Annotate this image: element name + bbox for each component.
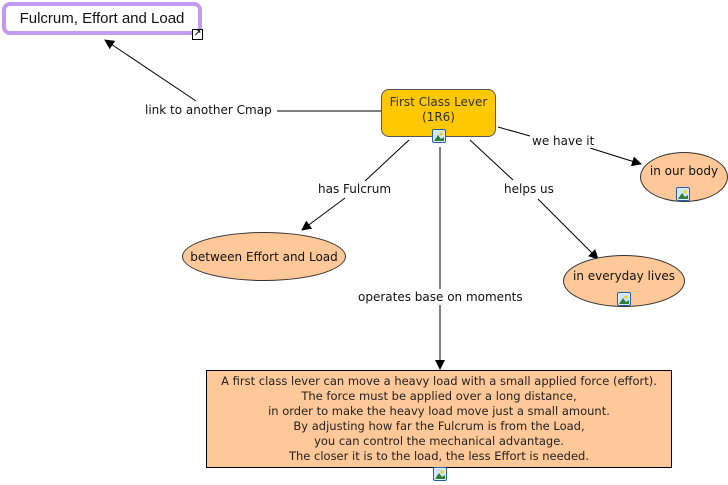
image-resource-icon[interactable] [432,129,446,143]
concept-label: Fulcrum, Effort and Load [19,10,185,27]
explanation-line: in order to make the heavy load move jus… [268,404,610,418]
concept-label: in our body [649,164,719,178]
explanation-line: By adjusting how far the Fulcrum is from… [293,419,585,433]
explanation-line: The force must be applied over a long di… [301,389,577,403]
link-line-we-have-a [497,126,531,137]
link-line-we-have-b [589,147,642,167]
link-label-helps-us[interactable]: helps us [502,182,556,196]
concept-label-line1: First Class Lever [389,95,488,109]
concept-in-our-body[interactable]: in our body [640,152,728,202]
concept-lever-explanation[interactable]: A first class lever can move a heavy loa… [206,370,672,468]
concept-label: between Effort and Load [190,249,338,264]
concept-label-line2: (1R6) [422,110,455,124]
concept-between-effort-and-load[interactable]: between Effort and Load [182,232,346,281]
explanation-line: The closer it is to the load, the less E… [288,449,590,463]
link-line-helps-b [537,198,599,260]
link-line-fulcrum-b [301,197,346,231]
explanation-line: you can control the mechanical advantage… [314,434,564,448]
link-label-another-cmap[interactable]: link to another Cmap [143,103,274,117]
external-link-arrow-icon[interactable]: ↗ [192,29,203,40]
image-resource-icon[interactable] [617,292,631,306]
concept-label: in everyday lives [573,269,675,283]
link-label-operates[interactable]: operates base on moments [356,290,525,304]
explanation-line: A first class lever can move a heavy loa… [221,374,657,388]
link-line-fulcrum-a [364,139,410,182]
link-label-we-have-it[interactable]: we have it [530,134,597,148]
link-line-cmap-b [104,39,197,102]
image-resource-icon[interactable] [433,467,447,481]
image-resource-icon[interactable] [676,187,690,201]
link-label-has-fulcrum[interactable]: has Fulcrum [316,182,394,196]
concept-title-fulcrum-effort-load[interactable]: Fulcrum, Effort and Load [2,2,202,35]
link-line-helps-a [469,139,514,181]
